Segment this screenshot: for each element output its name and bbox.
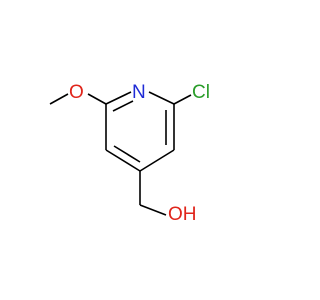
bond-c6-n <box>105 91 132 105</box>
atom-label-oxygen-ether: O <box>69 82 84 103</box>
bond-oxygen-c6 <box>87 93 107 105</box>
bond-c4-c5-inner <box>113 145 141 163</box>
atom-label-nitrogen: N <box>132 82 146 103</box>
molecule-structure: O N Cl OH <box>49 82 210 225</box>
atom-label-chlorine: Cl <box>192 82 210 103</box>
bond-c4-c5 <box>105 149 141 172</box>
bond-c3-c4 <box>139 149 175 172</box>
bond-c2-cl <box>173 94 192 105</box>
bond-ch2-oh <box>139 204 167 216</box>
bond-n-c2 <box>148 91 175 105</box>
bond-methyl-oxygen <box>49 93 69 105</box>
bond-c6-n-inner <box>112 100 134 112</box>
atom-label-hydroxyl: OH <box>168 204 197 225</box>
bond-lines <box>49 91 192 216</box>
